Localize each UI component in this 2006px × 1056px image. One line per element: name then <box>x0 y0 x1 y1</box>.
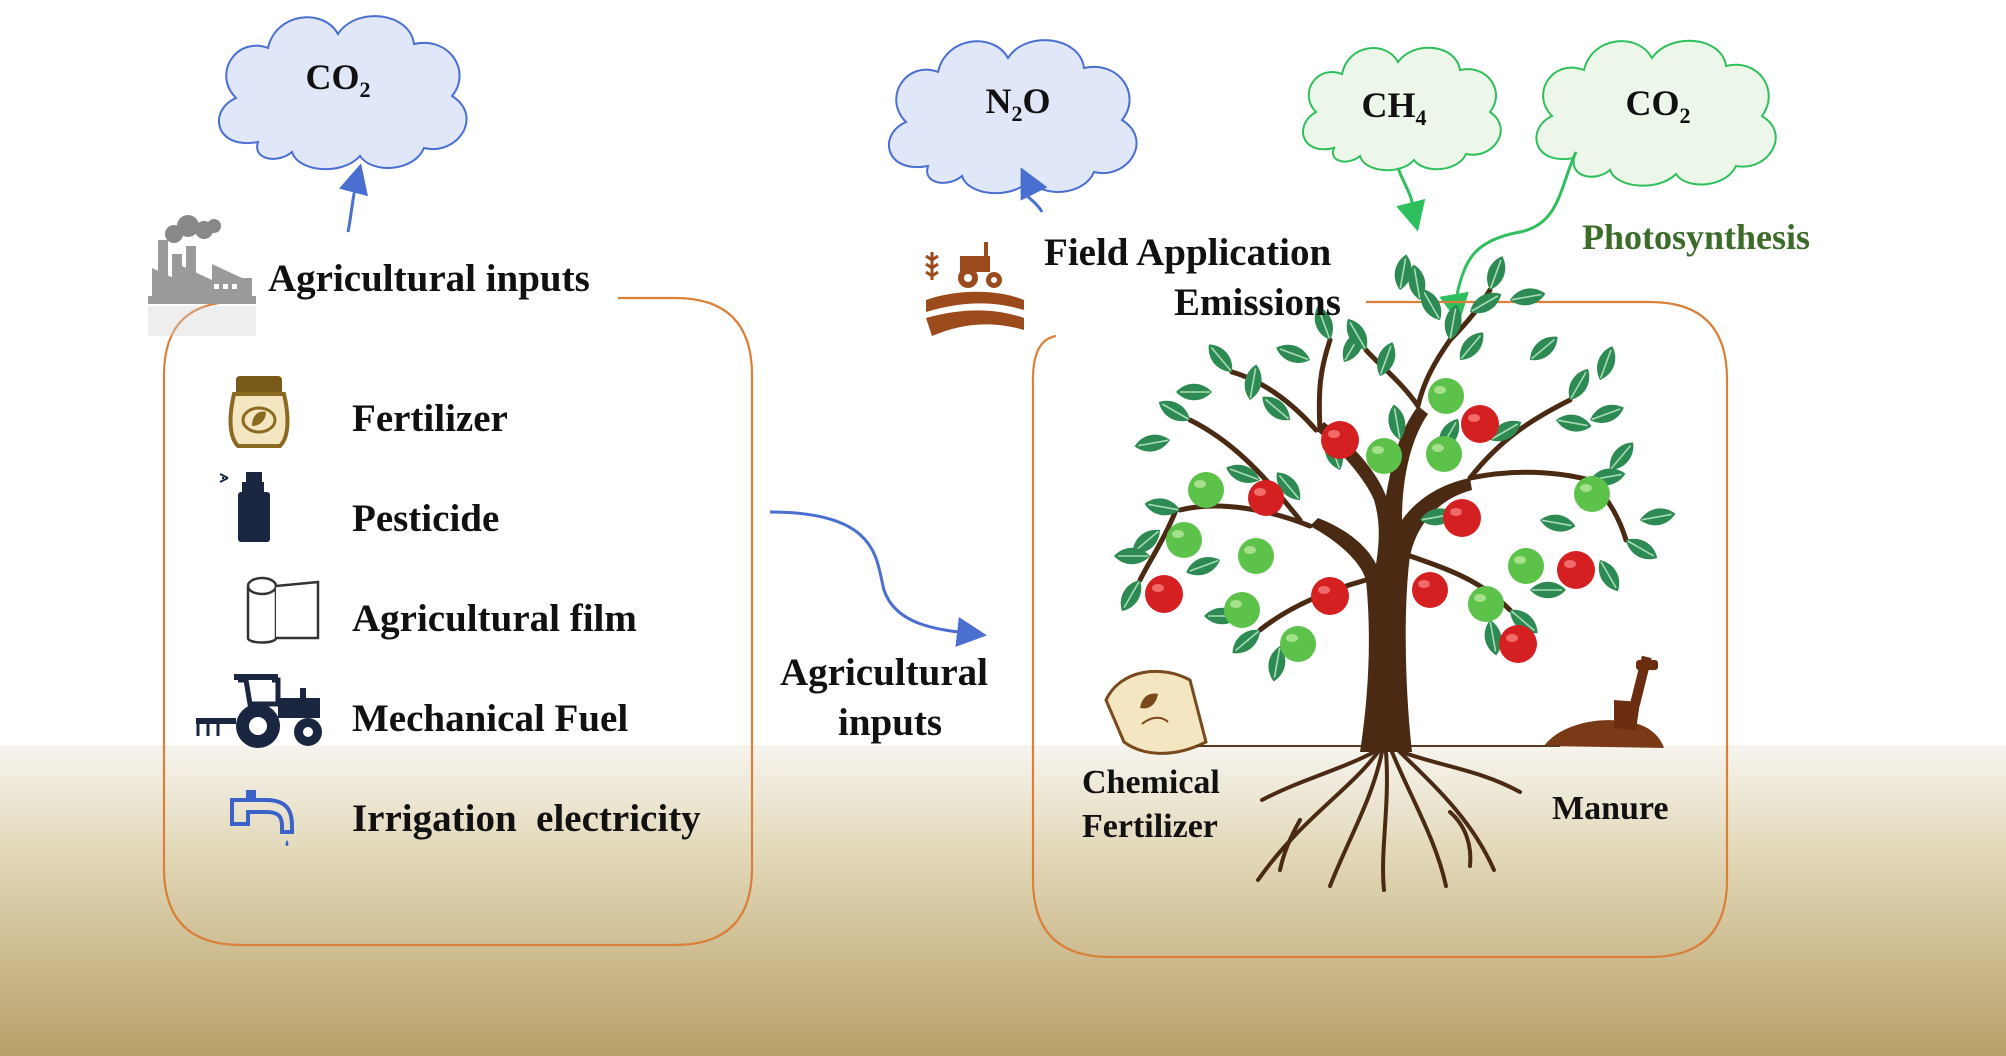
photosynthesis-arrow <box>1439 151 1578 324</box>
green-apple <box>1188 472 1224 508</box>
middle-inputs-label: inputs <box>838 701 943 744</box>
red-apple <box>1311 577 1349 615</box>
spray-bottle-icon <box>219 472 270 542</box>
apple-tree-illustration <box>1113 252 1678 892</box>
item-irrigation-electricity: Irrigation electricity <box>352 797 701 840</box>
ch4-emission-arrow <box>1396 167 1426 232</box>
film-roll-icon <box>246 576 320 644</box>
field-application-title-line2: Emissions <box>1174 281 1341 324</box>
ch4-label: CH4 <box>1361 85 1427 131</box>
green-apple <box>1468 586 1504 622</box>
red-apple <box>1557 551 1595 589</box>
item-agricultural-film: Agricultural film <box>352 597 637 640</box>
item-mechanical-fuel: Mechanical Fuel <box>352 697 629 740</box>
green-apple <box>1280 626 1316 662</box>
factory-icon <box>148 215 256 336</box>
manure-label: Manure <box>1552 790 1669 827</box>
red-apple <box>1499 625 1537 663</box>
field-application-title-line1: Field Application <box>1044 231 1332 274</box>
water-tap-icon <box>230 790 294 846</box>
photosynthesis-label: Photosynthesis <box>1582 217 1811 257</box>
manure-shovel-icon <box>1544 655 1664 748</box>
red-apple <box>1461 405 1499 443</box>
item-fertilizer: Fertilizer <box>352 397 508 440</box>
green-apple <box>1574 476 1610 512</box>
item-pesticide: Pesticide <box>352 497 500 540</box>
chemical-fertilizer-label-line2: Fertilizer <box>1082 808 1218 845</box>
inputs-flow-arrow <box>769 510 987 647</box>
tractor-icon <box>196 674 322 748</box>
green-apple <box>1508 548 1544 584</box>
red-apple <box>1321 421 1359 459</box>
n2o-emission-arrow <box>1020 167 1048 213</box>
co2-emission-arrow <box>338 163 368 233</box>
co2-cloud-right <box>1535 39 1777 187</box>
green-apple <box>1428 378 1464 414</box>
soil-background <box>0 745 2006 1056</box>
left-panel-border <box>162 296 754 947</box>
middle-agricultural-label: Agricultural <box>780 651 988 694</box>
field-tractor-icon <box>925 242 1024 336</box>
red-apple <box>1248 480 1284 516</box>
co2-label-right: CO2 <box>1625 83 1691 129</box>
n2o-cloud <box>888 39 1138 194</box>
co2-label-left: CO2 <box>305 57 371 103</box>
green-apple <box>1366 438 1402 474</box>
green-apple <box>1426 436 1462 472</box>
green-apple <box>1238 538 1274 574</box>
red-apple <box>1145 575 1183 613</box>
agricultural-inputs-title: Agricultural inputs <box>268 257 590 300</box>
right-panel-border <box>1031 300 1729 959</box>
red-apple <box>1443 499 1481 537</box>
green-apple <box>1224 592 1260 628</box>
fertilizer-sack-icon <box>1104 669 1208 755</box>
n2o-label: N2O <box>985 81 1051 127</box>
red-apple <box>1412 572 1448 608</box>
chemical-fertilizer-label-line1: Chemical <box>1082 764 1220 801</box>
fertilizer-bag-icon <box>228 376 290 448</box>
green-apple <box>1166 522 1202 558</box>
